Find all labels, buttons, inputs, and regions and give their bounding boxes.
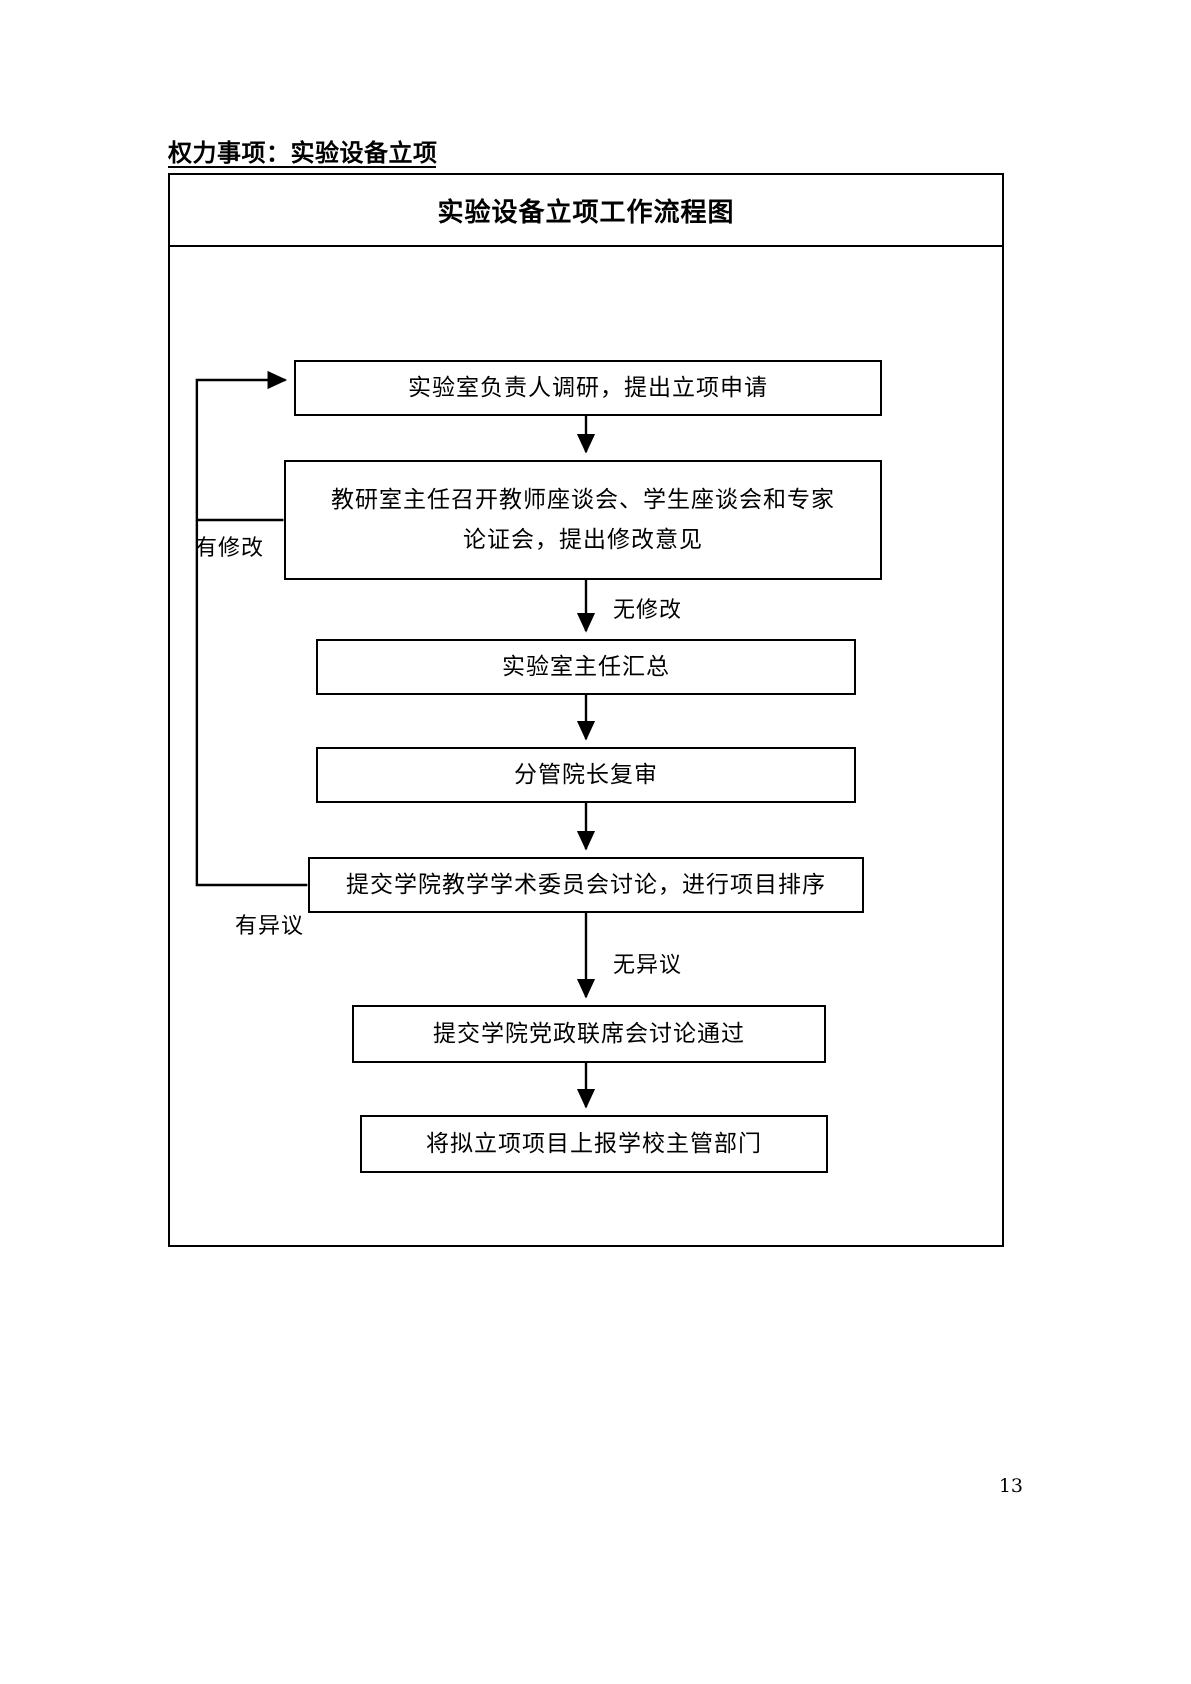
edge-label-has-revision: 有修改 xyxy=(195,536,265,561)
flow-node-6-label: 提交学院党政联席会讨论通过 xyxy=(433,1020,745,1047)
flow-node-3-label: 实验室主任汇总 xyxy=(502,653,670,680)
flow-node-1-label: 实验室负责人调研，提出立项申请 xyxy=(408,374,768,401)
flow-node-2-label-line2: 论证会，提出修改意见 xyxy=(463,527,703,553)
page-number: 13 xyxy=(998,1475,1023,1497)
flow-node-1[interactable]: 实验室负责人调研，提出立项申请 xyxy=(294,360,882,416)
edge-label-no-revision: 无修改 xyxy=(613,598,683,623)
flow-node-7-label: 将拟立项项目上报学校主管部门 xyxy=(426,1130,762,1157)
edge-label-has-objection: 有异议 xyxy=(235,914,305,939)
flowchart-frame: 实验设备立项工作流程图 xyxy=(168,173,1004,1247)
flow-node-4[interactable]: 分管院长复审 xyxy=(316,747,856,803)
flow-node-3[interactable]: 实验室主任汇总 xyxy=(316,639,856,695)
flowchart-diagram: 实验室负责人调研，提出立项申请 教研室主任召开教师座谈会、学生座谈会和专家 论证… xyxy=(170,247,1002,1247)
flow-node-2[interactable]: 教研室主任召开教师座谈会、学生座谈会和专家 论证会，提出修改意见 xyxy=(284,460,882,580)
edge-label-no-objection: 无异议 xyxy=(613,953,683,978)
flow-node-5[interactable]: 提交学院教学学术委员会讨论，进行项目排序 xyxy=(308,857,864,913)
flowchart-title: 实验设备立项工作流程图 xyxy=(170,175,1002,247)
flow-node-4-label: 分管院长复审 xyxy=(514,761,658,788)
flow-node-5-label: 提交学院教学学术委员会讨论，进行项目排序 xyxy=(346,871,826,898)
flow-node-7[interactable]: 将拟立项项目上报学校主管部门 xyxy=(360,1115,828,1173)
flow-node-6[interactable]: 提交学院党政联席会讨论通过 xyxy=(352,1005,826,1063)
page-title-underline xyxy=(168,166,436,168)
flow-node-2-label-line1: 教研室主任召开教师座谈会、学生座谈会和专家 xyxy=(331,486,835,513)
page-title: 权力事项：实验设备立项 xyxy=(168,139,438,167)
